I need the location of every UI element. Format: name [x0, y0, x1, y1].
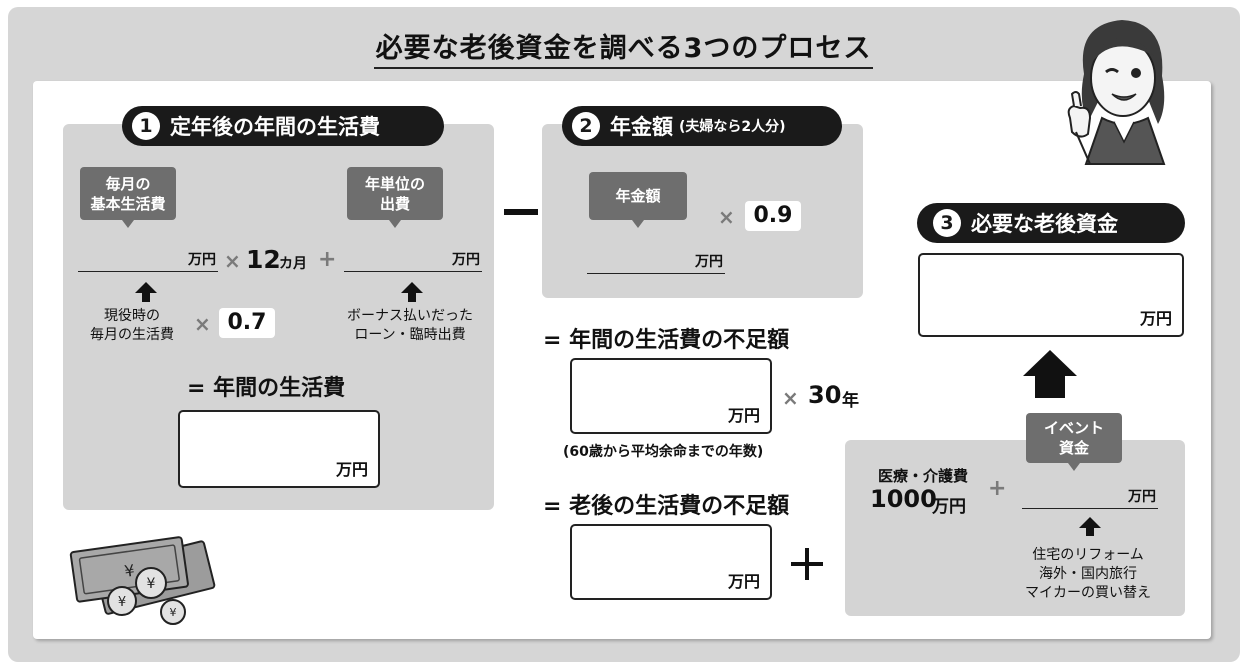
step2-title: 年金額: [610, 115, 673, 139]
up-arrow-icon: [135, 282, 157, 302]
main-title: 必要な老後資金を調べる3つのプロセス: [0, 26, 1247, 69]
event-examples: 住宅のリフォーム 海外・国内旅行 マイカーの買い替え: [1008, 546, 1168, 603]
tag-pension-label: 年金額: [615, 187, 661, 205]
step2-title-note: (夫婦なら2人分): [679, 119, 786, 135]
medical-care-label: 医療・介護費: [878, 467, 969, 485]
tag-yearly-line2: 出費: [379, 194, 410, 213]
event-example-item: 住宅のリフォーム: [1032, 547, 1144, 563]
factor-07: 0.7: [219, 308, 275, 338]
tag-pension: 年金額: [589, 172, 687, 228]
coin-yen: ¥: [170, 606, 177, 619]
total-shortfall-label: = 老後の生活費の不足額: [543, 494, 790, 519]
tag-yearly-expense: 年単位の 出費: [347, 167, 443, 228]
event-input-line: 万円: [1022, 486, 1158, 509]
times-sign-4: ×: [782, 386, 799, 410]
current-monthly-line1: 現役時の: [104, 308, 160, 324]
annual-shortfall-label: = 年間の生活費の不足額: [543, 328, 790, 353]
coin-yen: ¥: [118, 595, 126, 610]
up-arrow-icon: [401, 282, 423, 302]
plus-sign-1: +: [318, 247, 337, 272]
step2-number: 2: [572, 112, 600, 140]
step3-title: 必要な老後資金: [971, 212, 1118, 236]
tag-monthly-line2: 基本生活費: [90, 194, 166, 213]
factor-09: 0.9: [745, 201, 801, 231]
step3-header: 3 必要な老後資金: [917, 203, 1185, 243]
step3-number: 3: [933, 209, 961, 237]
times-sign-2: ×: [194, 312, 211, 336]
coin-icon: [160, 599, 186, 625]
months-value: 12: [246, 245, 281, 274]
minus-sign: [504, 209, 538, 215]
bonus-loan-line1: ボーナス払いだった: [347, 308, 473, 324]
required-funds-box: 万円: [918, 253, 1184, 337]
event-example-item: 海外・国内旅行: [1039, 566, 1137, 582]
years-note: (60歳から平均余命までの年数): [563, 444, 764, 460]
years-unit: 年: [842, 391, 859, 411]
monthly-input-line: 万円: [78, 249, 218, 272]
tag-event-line1: イベント: [1043, 419, 1104, 437]
step1-header: 1 定年後の年間の生活費: [122, 106, 444, 146]
medical-care-unit: 万円: [932, 497, 966, 517]
banknote-yen: ¥: [123, 561, 136, 581]
tag-monthly-basic: 毎月の 基本生活費: [80, 167, 176, 228]
event-example-item: マイカーの買い替え: [1025, 585, 1151, 601]
medical-care-value: 1000: [870, 485, 937, 513]
bonus-loan-label: ボーナス払いだった ローン・臨時出費: [330, 307, 490, 345]
plus-sign-2: +: [988, 476, 1007, 501]
months-unit: カ月: [279, 256, 307, 272]
bonus-loan-line2: ローン・臨時出費: [354, 327, 466, 343]
coin-icon: [107, 586, 137, 616]
up-arrow-icon: [1079, 517, 1101, 536]
pension-input-line: 万円: [587, 251, 725, 274]
current-monthly-line2: 毎月の生活費: [90, 327, 174, 343]
tag-monthly-line1: 毎月の: [105, 174, 151, 193]
annual-living-cost-unit: 万円: [335, 460, 368, 479]
required-funds-unit: 万円: [1139, 309, 1172, 328]
tag-event-line2: 資金: [1058, 439, 1089, 457]
big-up-arrow-icon: [1023, 350, 1077, 398]
big-plus-v: [805, 548, 809, 580]
step1-title: 定年後の年間の生活費: [170, 115, 380, 139]
current-monthly-label: 現役時の 毎月の生活費: [72, 307, 192, 345]
woman-thumbs-up-illustration-icon: [1067, 20, 1166, 165]
event-panel: [845, 440, 1185, 616]
total-shortfall-unit: 万円: [727, 572, 760, 591]
annual-living-cost-label: = 年間の生活費: [187, 376, 346, 401]
total-shortfall-box: 万円: [570, 524, 772, 600]
coin-yen: ¥: [147, 576, 156, 592]
annual-shortfall-unit: 万円: [727, 406, 760, 425]
yearly-input-line: 万円: [344, 249, 482, 272]
coin-icon: [135, 567, 167, 599]
times-sign-1: ×: [224, 249, 241, 273]
annual-shortfall-box: 万円: [570, 358, 772, 434]
money-illustration-icon: ¥ ¥ ¥ ¥: [69, 536, 216, 625]
step2-header: 2 年金額 (夫婦なら2人分): [562, 106, 842, 146]
tag-yearly-line1: 年単位の: [364, 174, 425, 193]
tag-event-funds: イベント 資金: [1026, 413, 1122, 471]
step1-number: 1: [132, 112, 160, 140]
years-value: 30: [808, 381, 842, 409]
times-sign-3: ×: [718, 205, 735, 229]
annual-living-cost-box: 万円: [178, 410, 380, 488]
